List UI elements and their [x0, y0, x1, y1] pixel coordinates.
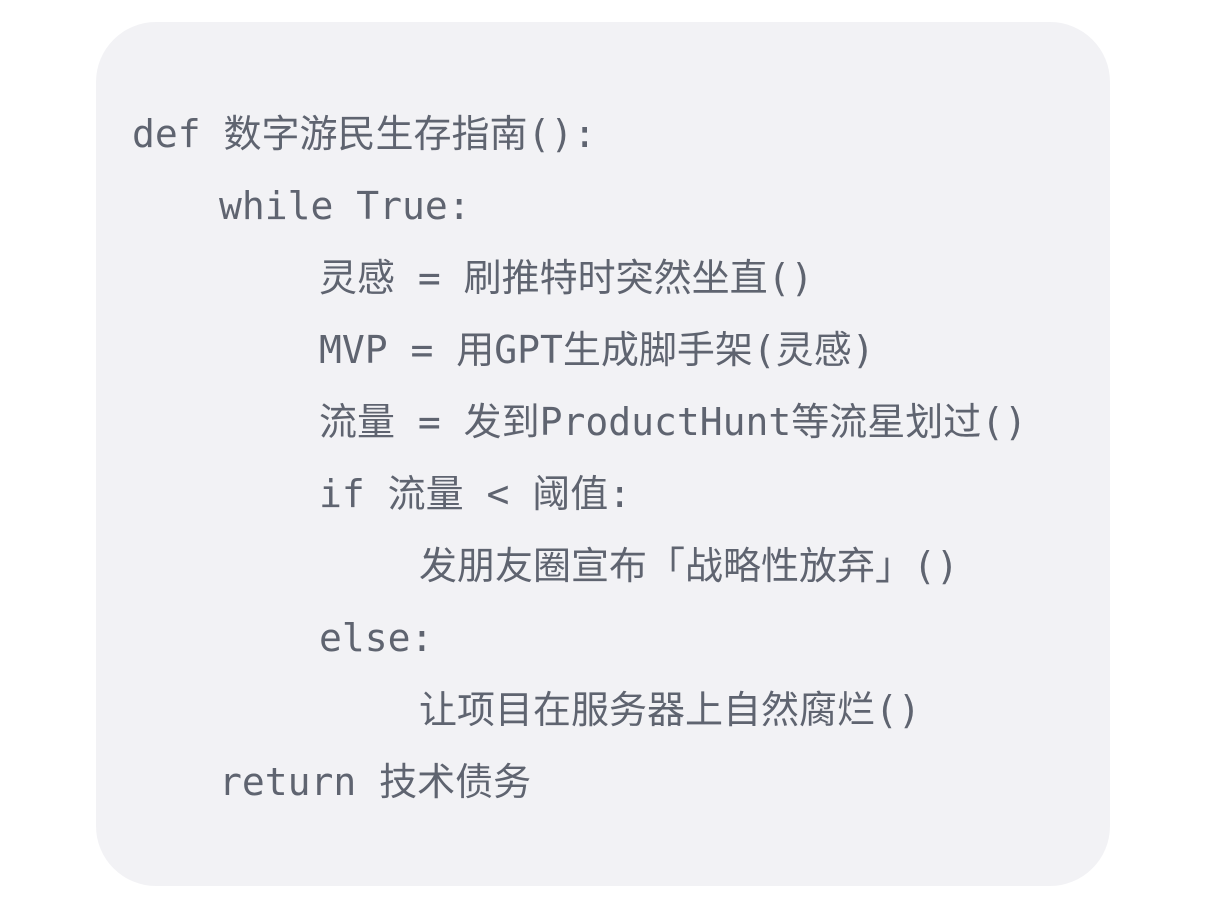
code-block: def 数字游民生存指南(): while True: 灵感 = 刷推特时突然坐… [132, 98, 1027, 818]
code-line-mvp: MVP = 用GPT生成脚手架(灵感) [319, 328, 875, 372]
code-line-else-body: 让项目在服务器上自然腐烂() [419, 688, 921, 732]
code-line-while-loop: while True: [219, 184, 471, 228]
code-line-function-def: def 数字游民生存指南(): [132, 112, 597, 156]
code-line-traffic: 流量 = 发到ProductHunt等流星划过() [319, 400, 1028, 444]
code-line-return: return 技术债务 [219, 760, 532, 804]
code-line-inspiration: 灵感 = 刷推特时突然坐直() [319, 256, 814, 300]
code-line-if-body: 发朋友圈宣布「战略性放弃」() [419, 544, 959, 588]
code-card: def 数字游民生存指南(): while True: 灵感 = 刷推特时突然坐… [96, 22, 1110, 886]
code-line-if-condition: if 流量 < 阈值: [319, 472, 632, 516]
code-line-else: else: [319, 616, 434, 660]
